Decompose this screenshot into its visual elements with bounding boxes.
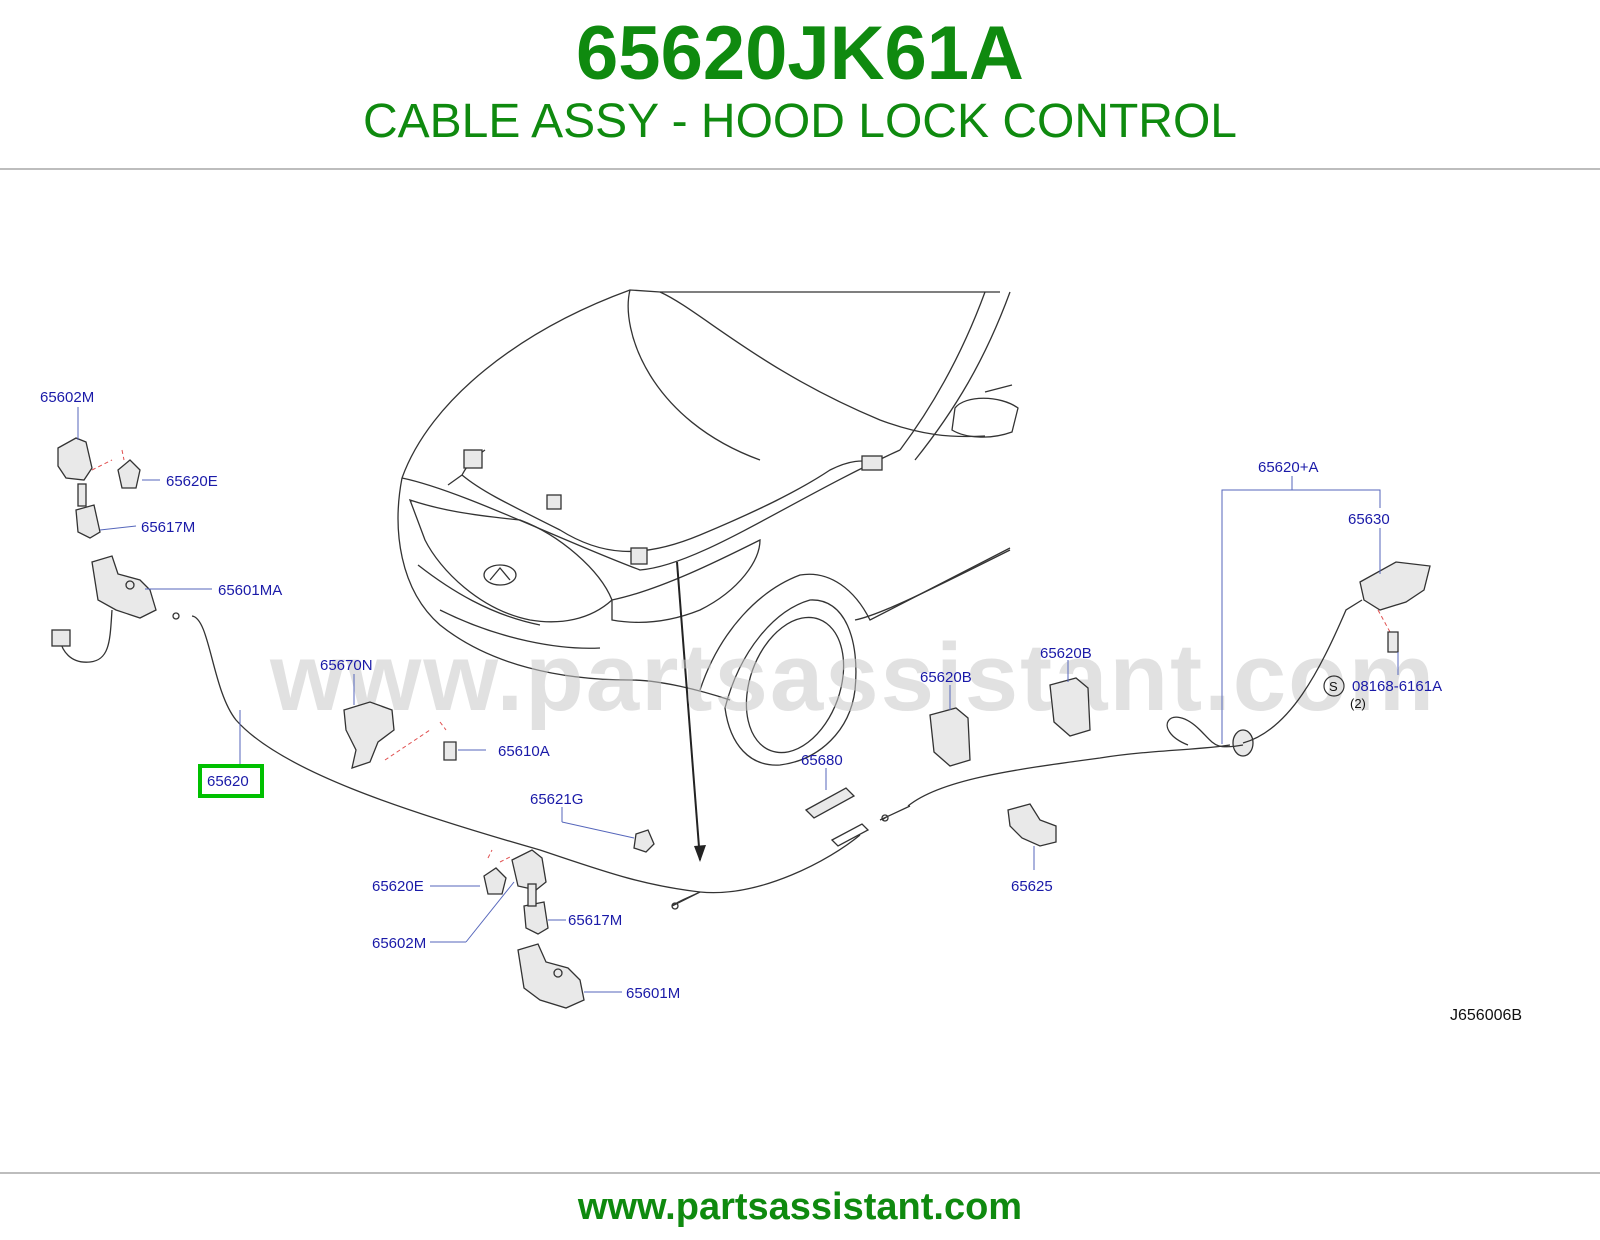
part-65620b-2 xyxy=(1049,677,1091,737)
callout-65601ma: 65601MA xyxy=(218,582,282,599)
part-65617m-top xyxy=(75,504,101,539)
part-name-subtitle: CABLE ASSY - HOOD LOCK CONTROL xyxy=(362,95,1237,148)
callout-65620e-bot: 65620E xyxy=(372,878,424,895)
part-65601ma xyxy=(91,555,157,619)
part-65620e-bot xyxy=(483,867,507,895)
callout-65620b-1: 65620B xyxy=(920,669,972,686)
part-65621g xyxy=(633,829,655,853)
leader-lines xyxy=(77,407,1399,993)
car-front-illustration xyxy=(397,289,1019,862)
s-symbol-letter: S xyxy=(1329,679,1338,694)
callout-65680: 65680 xyxy=(801,752,843,769)
callout-65601m: 65601M xyxy=(626,985,680,1002)
callout-65617m-top: 65617M xyxy=(141,519,195,536)
callout-65620e-top: 65620E xyxy=(166,473,218,490)
selected-part-highlight xyxy=(198,764,264,798)
callout-65617m-bot: 65617M xyxy=(568,912,622,929)
part-65602m-bot xyxy=(511,849,547,891)
hood-lock-cable xyxy=(191,599,1363,894)
callout-65620-selected[interactable]: 65620 xyxy=(207,773,249,790)
part-08168-6161a xyxy=(1387,631,1399,653)
page-header: 65620JK61A CABLE ASSY - HOOD LOCK CONTRO… xyxy=(0,0,1600,168)
callout-65602m-bot: 65602M xyxy=(372,935,426,952)
callout-65620-a: 65620+A xyxy=(1258,459,1318,476)
part-65610a xyxy=(443,741,457,761)
callout-08168-6161a: 08168-6161A xyxy=(1352,678,1442,695)
callout-quantity: (2) xyxy=(1350,696,1366,711)
watermark-text: www.partsassistant.com xyxy=(269,624,1436,731)
callout-65610a: 65610A xyxy=(498,743,550,760)
part-65602m-top xyxy=(57,437,93,481)
footer-divider xyxy=(0,1172,1600,1174)
parts-diagram: www.partsassistant.com xyxy=(0,170,1600,1170)
s-symbol-circle xyxy=(1323,675,1345,697)
part-65630 xyxy=(1359,561,1431,611)
header-divider xyxy=(0,168,1600,170)
callout-65630: 65630 xyxy=(1348,511,1390,528)
part-65680 xyxy=(804,787,856,819)
part-65617m-bot xyxy=(523,901,549,935)
part-65620b-1 xyxy=(929,707,971,767)
diagram-code: J656006B xyxy=(1450,1007,1522,1024)
footer-website-link[interactable]: www.partsassistant.com xyxy=(577,1186,1023,1228)
diagram-canvas: www.partsassistant.com xyxy=(40,289,1522,1024)
part-65625 xyxy=(1007,803,1057,847)
callout-65620b-2: 65620B xyxy=(1040,645,1092,662)
callout-65625: 65625 xyxy=(1011,878,1053,895)
part-65601m xyxy=(517,943,585,1009)
part-65620e-top xyxy=(117,459,141,489)
part-65670n xyxy=(343,701,395,769)
callout-65621g: 65621G xyxy=(530,791,583,808)
callout-65670n: 65670N xyxy=(320,657,373,674)
callout-65602m-top: 65602M xyxy=(40,389,94,406)
part-number-title: 65620JK61A xyxy=(576,11,1024,96)
